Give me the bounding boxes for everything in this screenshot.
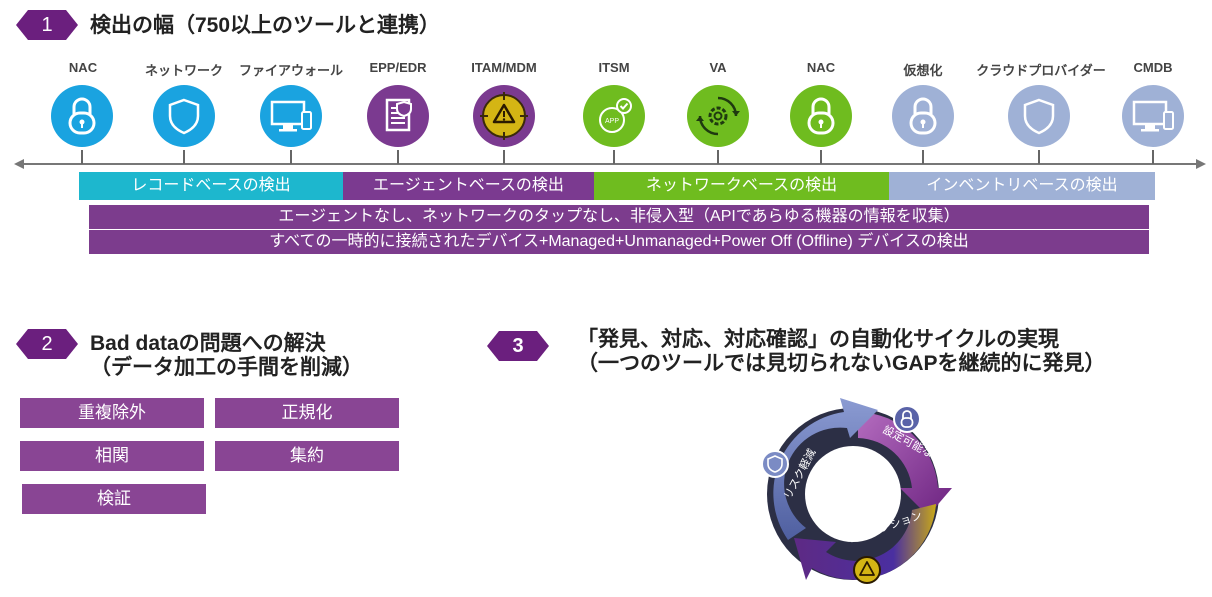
lock-icon (51, 85, 113, 147)
section-3-badge: 3 (487, 331, 549, 361)
category-label-itam-mdm: ITAM/MDM (471, 60, 537, 75)
axis-tick (922, 150, 924, 164)
axis-tick (1152, 150, 1154, 164)
svg-text:APP: APP (605, 118, 619, 125)
box-validation: 検証 (22, 484, 206, 514)
section-1-title: 検出の幅（750以上のツールと連携） (90, 14, 441, 37)
box-deduplication: 重複除外 (20, 398, 204, 428)
category-label-epp-edr: EPP/EDR (369, 60, 427, 75)
timeline-axis (14, 159, 1206, 169)
axis-tick (290, 150, 292, 164)
section-3-number: 3 (512, 335, 524, 357)
category-label-virtualization: 仮想化 (903, 63, 943, 78)
category-label-cloud: クラウドプロバイダー (976, 63, 1106, 78)
cycle-segment-action (794, 504, 936, 580)
category-label-nac: NAC (68, 60, 98, 75)
category-label-network: ネットワーク (144, 63, 224, 78)
shield-icon (761, 450, 789, 478)
axis-tick (81, 150, 83, 164)
warning-icon (853, 556, 881, 584)
document-shield-icon (367, 85, 429, 147)
gear-cycle-icon (687, 85, 749, 147)
band-inventory-based: インベントリベースの検出 (889, 172, 1155, 200)
axis-tick (820, 150, 822, 164)
section-3-title-line-1: 「発見、対応、対応確認」の自動化サイクルの実現 (577, 328, 1059, 351)
section-2-number: 2 (41, 333, 53, 355)
section-3-title-line-2: （一つのツールでは見切られないGAPを継続的に発見） (577, 352, 1106, 375)
band-network-based: ネットワークベースの検出 (594, 172, 889, 200)
lock-icon (893, 405, 921, 433)
app-check-icon: APP (583, 85, 645, 147)
band-record-based: レコードベースの検出 (79, 172, 343, 200)
section-1-badge: 1 (16, 10, 78, 40)
band-agent-based: エージェントベースの検出 (343, 172, 594, 200)
axis-tick (183, 150, 185, 164)
axis-tick (1038, 150, 1040, 164)
axis-tick (397, 150, 399, 164)
lock-icon (892, 85, 954, 147)
section-1-number: 1 (41, 14, 53, 36)
cycle-segment-risk (773, 398, 878, 540)
lock-icon (790, 85, 852, 147)
shield-icon (1008, 85, 1070, 147)
section-2-title-line-2: （データ加工の手間を削減） (90, 356, 363, 379)
category-label-va: VA (709, 60, 727, 75)
shield-icon (153, 85, 215, 147)
agentless-band: エージェントなし、ネットワークのタップなし、非侵入型（APIであらゆる機器の情報… (89, 205, 1149, 229)
box-correlation: 相関 (20, 441, 204, 471)
all-devices-band: すべての一時的に接続されたデバイス+Managed+Unmanaged+Powe… (89, 230, 1149, 254)
category-label-itsm: ITSM (598, 60, 630, 75)
warning-icon (473, 85, 535, 147)
box-normalization: 正規化 (215, 398, 399, 428)
axis-tick (503, 150, 505, 164)
section-2-title-line-1: Bad dataの問題への解決 (90, 332, 326, 355)
box-aggregation: 集約 (215, 441, 399, 471)
section-2-badge: 2 (16, 329, 78, 359)
axis-tick (717, 150, 719, 164)
category-label-nac-2: NAC (806, 60, 836, 75)
automation-cycle-diagram: 設定可能なトリガー 強制アクション リスク軽減 (761, 398, 960, 584)
cycle-segment-trigger (858, 412, 952, 516)
category-label-cmdb: CMDB (1133, 60, 1173, 75)
monitor-icon (1122, 85, 1184, 147)
monitor-icon (260, 85, 322, 147)
category-label-firewall: ファイアウォール (238, 63, 344, 78)
axis-tick (613, 150, 615, 164)
